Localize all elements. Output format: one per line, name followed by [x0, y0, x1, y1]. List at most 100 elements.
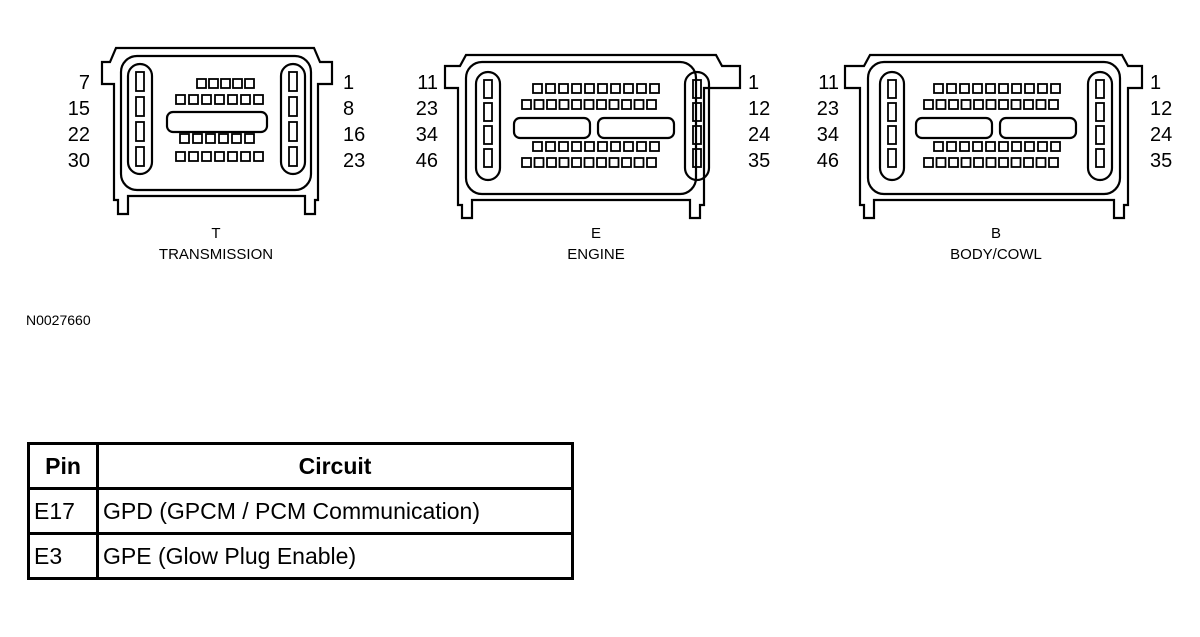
pin-cavity — [972, 83, 983, 94]
pin-cavity — [1024, 83, 1035, 94]
pin-cavity — [135, 146, 145, 167]
pin-cavity — [692, 125, 702, 145]
pin-cavity — [244, 78, 255, 89]
pin-cavity — [558, 157, 570, 168]
column-header-circuit: Circuit — [96, 442, 574, 490]
pin-cavity — [998, 141, 1009, 152]
pin-cavity — [558, 99, 570, 110]
pin-cavity — [483, 148, 493, 168]
pin-cavity — [887, 148, 897, 168]
pin-cavity — [633, 99, 645, 110]
pin-number: 1 — [1150, 72, 1161, 94]
pin-cavity — [646, 99, 657, 110]
pin-cavity — [227, 151, 238, 162]
pin-cavity — [948, 99, 959, 110]
pin-cavity — [546, 157, 557, 168]
pin-cavity — [240, 151, 251, 162]
connector-letter: B — [991, 225, 1001, 242]
pin-number: 8 — [343, 98, 354, 120]
pin-number: 7 — [79, 72, 90, 94]
pin-cavity — [633, 157, 645, 168]
pin-cavity — [933, 141, 944, 152]
pin-cavity — [1048, 157, 1059, 168]
pin-cavity — [649, 83, 660, 94]
pin-cavity — [960, 99, 972, 110]
right-pin-column — [279, 62, 307, 176]
latch-left — [914, 116, 994, 140]
pin-cavity — [621, 99, 632, 110]
pin-cavity — [558, 83, 569, 94]
circuit-cell: GPD (GPCM / PCM Communication) — [96, 487, 574, 535]
pin-cavity — [1023, 99, 1034, 110]
pin-cavity — [244, 133, 255, 144]
pin-cavity — [231, 133, 242, 144]
pin-number: 15 — [68, 98, 90, 120]
pin-cavity — [973, 99, 984, 110]
pin-cavity — [1048, 99, 1059, 110]
pin-cavity — [179, 133, 190, 144]
pin-cavity — [985, 99, 997, 110]
pin-cavity — [608, 157, 620, 168]
pin-cavity — [253, 94, 264, 105]
pin-number: 24 — [1150, 124, 1172, 146]
pin-cavity — [959, 141, 970, 152]
pin-number: 30 — [68, 150, 90, 172]
pin-cavity — [288, 121, 298, 142]
pin-cavity — [1037, 141, 1048, 152]
pin-cavity — [1011, 83, 1022, 94]
table-header-row: Pin Circuit — [27, 442, 574, 490]
pin-cavity — [933, 83, 944, 94]
pin-cavity — [214, 151, 225, 162]
pin-cavity — [1035, 157, 1047, 168]
pin-cavity — [597, 141, 608, 152]
pin-cavity — [972, 141, 983, 152]
pin-cavity — [188, 151, 199, 162]
pin-cavity — [1037, 83, 1048, 94]
transmission-pin-cells — [135, 71, 298, 167]
pin-number: 11 — [417, 72, 438, 94]
pin-cavity — [483, 79, 493, 99]
connector-engine — [443, 53, 742, 220]
pin-cavity — [288, 96, 298, 117]
pin-cavity — [1050, 83, 1061, 94]
pin-cavity — [596, 99, 607, 110]
pin-cavity — [583, 157, 595, 168]
engine-pin-cells — [483, 79, 702, 168]
pin-cavity — [998, 99, 1009, 110]
pin-cavity — [584, 83, 595, 94]
pin-cell: E17 — [27, 487, 99, 535]
pin-cavity — [201, 94, 212, 105]
pin-circuit-table: Pin Circuit E17 GPD (GPCM / PCM Communic… — [27, 442, 574, 580]
pin-number: 23 — [817, 98, 839, 120]
connector-outline — [100, 46, 334, 216]
pin-cavity — [288, 146, 298, 167]
pin-cavity — [692, 148, 702, 168]
pin-cavity — [960, 157, 972, 168]
pin-cavity — [545, 141, 556, 152]
latch-left — [512, 116, 592, 140]
right-pin-column — [1086, 70, 1114, 182]
pin-cavity — [521, 157, 532, 168]
pin-cavity — [545, 83, 556, 94]
pin-cavity — [583, 99, 595, 110]
pin-cavity — [887, 125, 897, 145]
pin-cavity — [923, 99, 934, 110]
center-latch — [165, 110, 269, 134]
connector-name: BODY/COWL — [950, 246, 1042, 263]
pin-cavity — [584, 141, 595, 152]
left-pin-column — [126, 62, 154, 176]
pin-cavity — [533, 157, 545, 168]
pin-cavity — [1023, 157, 1034, 168]
pin-cavity — [985, 141, 996, 152]
pin-number: 12 — [1150, 98, 1172, 120]
pin-cavity — [985, 157, 997, 168]
right-pin-column — [683, 70, 711, 182]
pin-number: 35 — [748, 150, 770, 172]
pin-cavity — [887, 102, 897, 122]
body-cowl-pin-cells — [887, 79, 1105, 168]
pin-number: 23 — [416, 98, 438, 120]
pin-number: 1 — [343, 72, 354, 94]
pin-number: 11 — [818, 72, 839, 94]
pin-cavity — [1050, 141, 1061, 152]
pin-number: 16 — [343, 124, 365, 146]
